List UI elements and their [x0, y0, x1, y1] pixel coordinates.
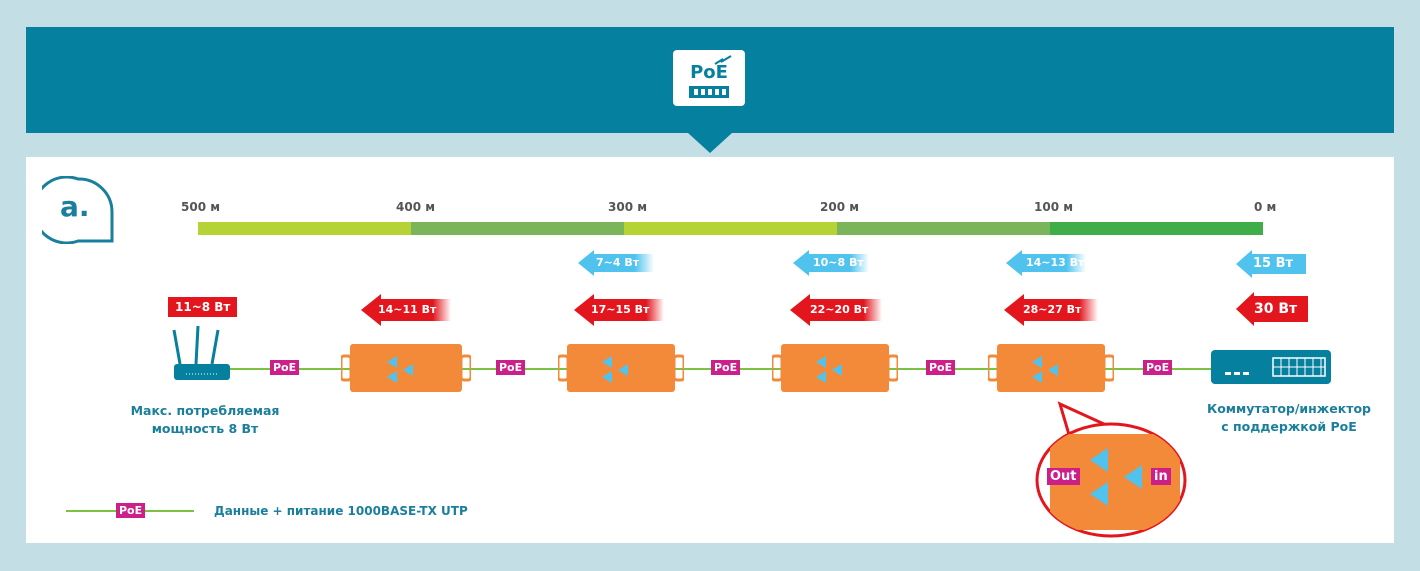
- red-arrow-label: 22~20 Вт: [810, 303, 869, 316]
- lightning-icon: [714, 55, 732, 65]
- scale-label-100: 100 м: [1034, 200, 1074, 214]
- poe-tag-1: PoE: [270, 360, 300, 375]
- scale-label-200: 200 м: [820, 200, 860, 214]
- poe-tag-2: PoE: [496, 360, 526, 375]
- poe-logo: PoE: [673, 50, 745, 106]
- router-power-badge: 11~8 Вт: [168, 297, 238, 317]
- poe-extender-2: [558, 344, 684, 392]
- header-pointer: [688, 133, 732, 153]
- distance-bar-seg-3: [624, 222, 837, 235]
- scale-label-400: 400 м: [396, 200, 436, 214]
- poe-switch-icon: [1211, 350, 1331, 384]
- red-arrow-label: 17~15 Вт: [591, 303, 650, 316]
- switch-caption-line1: Коммутатор/инжектор: [1207, 401, 1371, 416]
- blue-arrow-label: 15 Вт: [1253, 256, 1294, 271]
- red-arrow-shape: [1004, 294, 1098, 326]
- blue-arrow-label: 14~13 Вт: [1026, 256, 1085, 269]
- poe-tag-4: PoE: [926, 360, 956, 375]
- legend-poe-tag: PoE: [116, 503, 146, 518]
- poe-extender-1: [341, 344, 471, 392]
- red-arrow-shape: [361, 294, 451, 326]
- red-arrow-seg-2: 17~15 Вт: [574, 294, 664, 326]
- router-icon: [172, 325, 230, 380]
- section-label: a.: [60, 190, 90, 223]
- red-arrow-shape: [574, 294, 664, 326]
- switch-caption: Коммутатор/инжектор с поддержкой PoE: [1192, 400, 1386, 436]
- router-caption: Макс. потребляемая мощность 8 Вт: [120, 402, 290, 438]
- poe-logo-text: PoE: [690, 62, 728, 83]
- distance-bar-seg-1: [198, 222, 411, 235]
- red-arrow-shape: [790, 294, 882, 326]
- section-badge: [42, 176, 114, 244]
- blue-arrow-seg-2: 7~4 Вт: [578, 250, 654, 276]
- poe-extender-3: [772, 344, 898, 392]
- blue-arrow-shape: [793, 250, 869, 276]
- blue-arrow-shape: [1006, 250, 1086, 276]
- blue-arrow-label: 7~4 Вт: [596, 256, 640, 269]
- scale-label-300: 300 м: [608, 200, 648, 214]
- blue-arrow-seg-3: 10~8 Вт: [793, 250, 869, 276]
- poe-tag-3: PoE: [711, 360, 741, 375]
- blue-arrow-switch: 15 Вт: [1236, 250, 1306, 278]
- red-arrow-seg-1: 14~11 Вт: [361, 294, 451, 326]
- red-arrow-seg-3: 22~20 Вт: [790, 294, 882, 326]
- poe-tag-5: PoE: [1143, 360, 1173, 375]
- red-arrow-seg-4: 28~27 Вт: [1004, 294, 1098, 326]
- red-arrow-shape: [1236, 292, 1308, 326]
- blue-arrow-shape: [1236, 250, 1306, 278]
- poe-extender-4: [988, 344, 1114, 392]
- distance-bar-seg-5: [1050, 222, 1263, 235]
- scale-label-0: 0 м: [1254, 200, 1277, 214]
- router-caption-line1: Макс. потребляемая: [130, 403, 280, 418]
- blue-arrow-label: 10~8 Вт: [813, 256, 864, 269]
- scale-label-500: 500 м: [181, 200, 221, 214]
- red-arrow-label: 28~27 Вт: [1023, 303, 1082, 316]
- legend-text: Данные + питание 1000BASE-TX UTP: [214, 504, 468, 518]
- rj45-port-icon: [689, 86, 729, 98]
- zoom-out-label: Out: [1047, 468, 1080, 485]
- red-arrow-label: 14~11 Вт: [378, 303, 437, 316]
- blue-arrow-shape: [578, 250, 654, 276]
- distance-bar-seg-2: [411, 222, 624, 235]
- distance-bar-seg-4: [837, 222, 1050, 235]
- zoom-callout: [1035, 401, 1187, 538]
- red-arrow-label: 30 Вт: [1254, 301, 1298, 317]
- zoom-in-label: in: [1151, 468, 1171, 485]
- blue-arrow-seg-4: 14~13 Вт: [1006, 250, 1086, 276]
- red-arrow-switch: 30 Вт: [1236, 292, 1308, 326]
- switch-caption-line2: с поддержкой PoE: [1221, 419, 1357, 434]
- router-caption-line2: мощность 8 Вт: [151, 421, 259, 436]
